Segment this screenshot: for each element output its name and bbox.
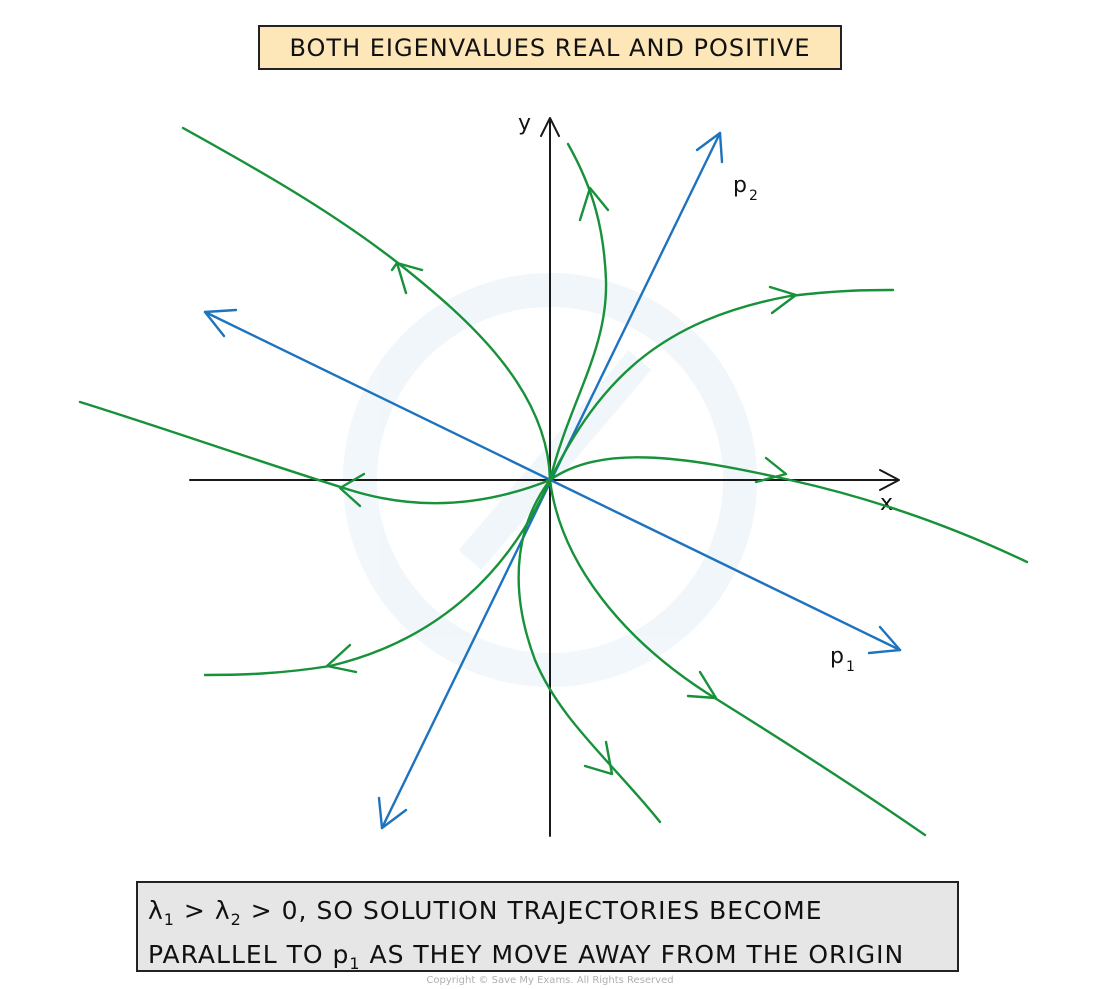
trajectory-lower-center	[517, 478, 662, 824]
trajectory-right	[548, 456, 1029, 564]
caption-line-1: λ1 > λ2 > 0, SO SOLUTION TRAJECTORIES BE…	[148, 896, 823, 929]
x-axis-label: x	[880, 491, 893, 516]
copyright-notice: Copyright © Save My Exams. All Rights Re…	[426, 975, 674, 986]
trajectory-lower-left-arrow	[325, 643, 358, 674]
y-axis-label: y	[518, 111, 531, 136]
trajectory-upper-right	[548, 288, 895, 482]
trajectory-right-arrow	[754, 456, 788, 484]
diagram-title: BOTH EIGENVALUES REAL AND POSITIVE	[289, 33, 811, 62]
y-axis-arrowhead	[540, 117, 560, 137]
eigenvector-p2-arrowhead-up	[695, 131, 724, 164]
trajectory-lower-right	[548, 478, 927, 837]
trajectory-lower-left	[203, 478, 552, 677]
eigenvector-p1-arrowhead-left	[203, 308, 238, 338]
trajectory-left-arrow	[338, 472, 366, 508]
title-box: BOTH EIGENVALUES REAL AND POSITIVE	[258, 25, 842, 70]
caption-line-2: PARALLEL TO p1 AS THEY MOVE AWAY FROM TH…	[148, 940, 905, 973]
trajectory-lower-right-arrow	[686, 670, 718, 700]
trajectory-upper-center-arrow	[578, 186, 610, 222]
trajectories	[78, 126, 1029, 837]
caption-box: λ1 > λ2 > 0, SO SOLUTION TRAJECTORIES BE…	[136, 881, 959, 973]
trajectory-upper-right-arrow	[768, 285, 798, 315]
trajectory-upper-left-arrow	[390, 261, 424, 295]
x-axis-arrowhead	[879, 469, 900, 491]
eigenvector-p1-arrowhead-right	[867, 625, 902, 655]
eigenvector-p1-line	[203, 310, 902, 652]
eigenvector-p2-arrowhead-down	[377, 796, 408, 830]
trajectory-left	[78, 400, 552, 505]
trajectory-lower-center-arrow	[583, 740, 614, 776]
